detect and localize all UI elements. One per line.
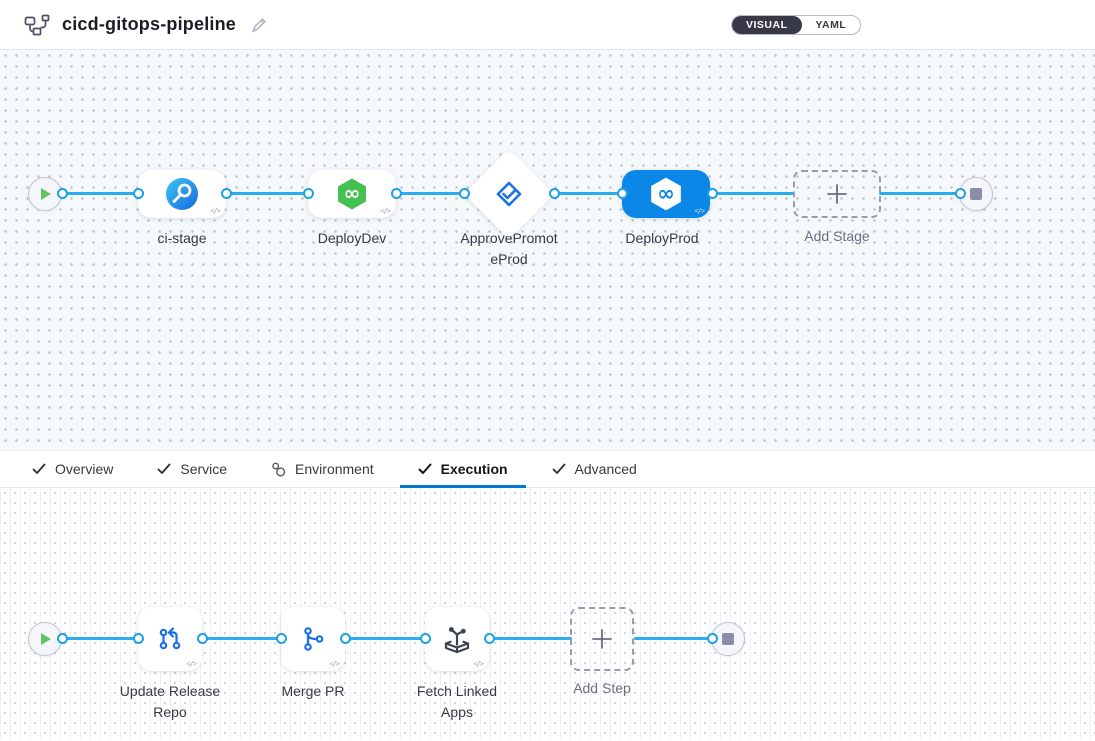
gitops-fetch-icon — [444, 627, 470, 654]
toggle-visual-button[interactable]: VISUAL — [732, 16, 802, 34]
tab-service[interactable]: Service — [139, 451, 245, 487]
yaml-code-icon: </> — [329, 660, 340, 668]
stage-node-deploydev[interactable]: ∞ </> — [308, 170, 396, 218]
cd-deploy-icon: ∞ — [338, 178, 366, 210]
stage-node-ci-stage[interactable]: </> — [138, 170, 226, 218]
approval-icon[interactable] — [491, 176, 527, 212]
connector-dot — [221, 188, 232, 199]
svg-text:∞: ∞ — [657, 180, 675, 205]
connector-dot — [391, 188, 402, 199]
execution-start-node — [28, 622, 62, 656]
git-merge-icon — [304, 627, 324, 651]
connector-dot — [133, 188, 144, 199]
connector-dot — [57, 188, 68, 199]
connector-line — [226, 192, 310, 195]
connector-dot — [707, 633, 718, 644]
connector-line — [554, 192, 624, 195]
connector-dot — [57, 633, 68, 644]
tab-execution[interactable]: Execution — [399, 451, 526, 488]
visual-yaml-toggle: VISUAL YAML — [731, 15, 862, 35]
connector-dot — [459, 188, 470, 199]
toggle-yaml-button[interactable]: YAML — [815, 19, 847, 31]
pipeline-start-node — [28, 177, 62, 211]
step-node-update-release-repo[interactable]: </> — [138, 607, 202, 671]
yaml-code-icon: </> — [473, 660, 484, 668]
tab-overview[interactable]: Overview — [14, 451, 131, 487]
connector-line — [879, 192, 963, 195]
connector-line — [202, 637, 283, 640]
connector-line — [489, 637, 572, 640]
check-icon — [418, 463, 432, 474]
connector-dot — [707, 188, 718, 199]
stage-graph-canvas[interactable]: </> ci-stage ∞ </> DeployDev ApproveProm… — [0, 50, 1095, 450]
connector-dot — [955, 188, 966, 199]
add-step-label: Add Step — [573, 680, 631, 696]
pipeline-title: cicd-gitops-pipeline — [62, 14, 237, 34]
tab-label: Service — [180, 461, 228, 477]
plus-icon — [827, 184, 847, 204]
pipeline-flowchart-icon — [24, 14, 50, 35]
step-node-merge-pr[interactable]: </> — [281, 607, 345, 671]
stage-label: ApprovePromoteProd — [460, 230, 558, 267]
environment-icon — [272, 462, 286, 476]
stage-label: ci-stage — [157, 230, 207, 246]
yaml-code-icon: </> — [380, 207, 391, 215]
add-stage-button[interactable] — [793, 170, 881, 218]
yaml-code-icon: </> — [694, 207, 705, 215]
check-icon — [157, 463, 171, 474]
tab-label: Execution — [440, 461, 508, 477]
edit-pencil-icon[interactable] — [250, 16, 268, 34]
stage-label: DeployProd — [625, 230, 699, 246]
git-update-icon — [159, 627, 181, 650]
tab-advanced[interactable]: Advanced — [534, 451, 655, 487]
connector-dot — [303, 188, 314, 199]
tab-label: Advanced — [574, 461, 637, 477]
connector-dot — [340, 633, 351, 644]
connector-dot — [420, 633, 431, 644]
ci-build-icon — [166, 178, 198, 210]
connector-line — [712, 192, 795, 195]
play-icon — [40, 188, 51, 200]
check-icon — [32, 463, 46, 474]
connector-dot — [617, 188, 628, 199]
play-icon — [40, 633, 51, 645]
stage-config-tabbar: Overview Service Environment Execution A… — [0, 450, 1095, 488]
check-icon — [552, 463, 565, 474]
stop-icon — [970, 188, 982, 200]
connector-line — [345, 637, 427, 640]
yaml-code-icon: </> — [210, 207, 221, 215]
connector-line — [396, 192, 466, 195]
plus-icon — [592, 629, 612, 649]
pipeline-end-node — [959, 177, 993, 211]
connector-line — [60, 637, 140, 640]
connector-dot — [276, 633, 287, 644]
tab-environment[interactable]: Environment — [253, 451, 392, 487]
page-header: cicd-gitops-pipeline VISUAL YAML — [0, 0, 1095, 50]
step-label: Merge PR — [281, 683, 345, 699]
step-label: Update Release Repo — [119, 683, 221, 720]
connector-line — [60, 192, 140, 195]
connector-dot — [133, 633, 144, 644]
add-step-button[interactable] — [570, 607, 634, 671]
execution-graph-canvas[interactable]: </> Update Release Repo </> Merge PR — [0, 488, 1095, 740]
tab-label: Environment — [295, 461, 374, 477]
step-node-fetch-linked-apps[interactable]: </> — [425, 607, 489, 671]
connector-dot — [484, 633, 495, 644]
connector-line — [634, 637, 715, 640]
stage-node-deployprod[interactable]: ∞ </> — [622, 170, 710, 218]
cd-deploy-icon: ∞ — [651, 177, 681, 211]
step-label: Fetch Linked Apps — [416, 683, 498, 720]
svg-text:∞: ∞ — [344, 181, 361, 205]
connector-dot — [197, 633, 208, 644]
stop-icon — [722, 633, 734, 645]
add-stage-label: Add Stage — [804, 228, 870, 244]
stage-label: DeployDev — [317, 230, 387, 246]
tab-label: Overview — [55, 461, 114, 477]
connector-dot — [549, 188, 560, 199]
yaml-code-icon: </> — [186, 660, 197, 668]
